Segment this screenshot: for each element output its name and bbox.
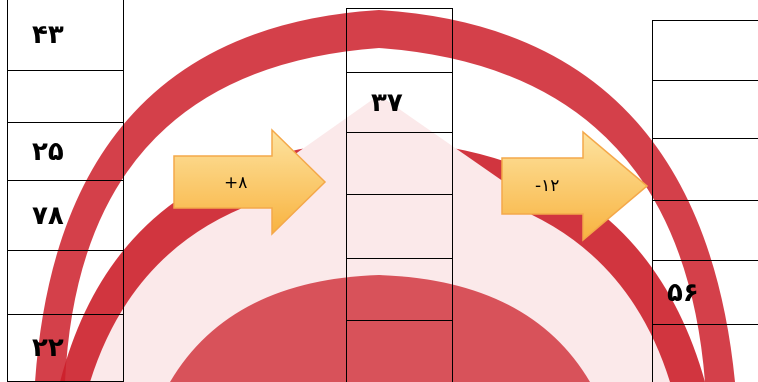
- cell-c-4: [653, 200, 758, 260]
- arrow-2-label: -۱۲: [535, 176, 560, 196]
- cell-c-5-value: ۵۶: [667, 277, 699, 308]
- right-arrow-1: [173, 128, 327, 236]
- cell-c-6: [653, 324, 758, 382]
- memory-column-a: ۴۳ ۲۵ ۷۸ ۲۲: [7, 0, 124, 382]
- memory-column-c: ۵۶: [652, 20, 758, 382]
- memory-column-b: ۳۷: [346, 8, 453, 382]
- cell-a-4: ۷۸: [8, 180, 123, 250]
- cell-b-3: [347, 132, 452, 194]
- cell-b-6: [347, 320, 452, 382]
- cell-c-5: ۵۶: [653, 260, 758, 324]
- cell-c-3: [653, 138, 758, 200]
- right-arrow-2: [501, 130, 649, 242]
- cell-a-4-value: ۷۸: [32, 200, 64, 231]
- arrow-1-label: +۸: [224, 173, 248, 193]
- cell-a-6-value: ۲۲: [32, 332, 64, 363]
- cell-a-3: ۲۵: [8, 122, 123, 180]
- cell-a-3-value: ۲۵: [32, 136, 64, 167]
- cell-c-1: [653, 20, 758, 80]
- cell-a-5: [8, 250, 123, 314]
- cell-a-1: ۴۳: [8, 0, 123, 70]
- cell-b-2-value: ۳۷: [371, 87, 403, 118]
- cell-a-1-value: ۴۳: [32, 20, 64, 50]
- cell-a-6: ۲۲: [8, 314, 123, 380]
- cell-b-4: [347, 194, 452, 258]
- cell-b-5: [347, 258, 452, 320]
- cell-a-2: [8, 70, 123, 122]
- cell-b-1: [347, 8, 452, 72]
- cell-c-2: [653, 80, 758, 138]
- cell-b-2: ۳۷: [347, 72, 452, 132]
